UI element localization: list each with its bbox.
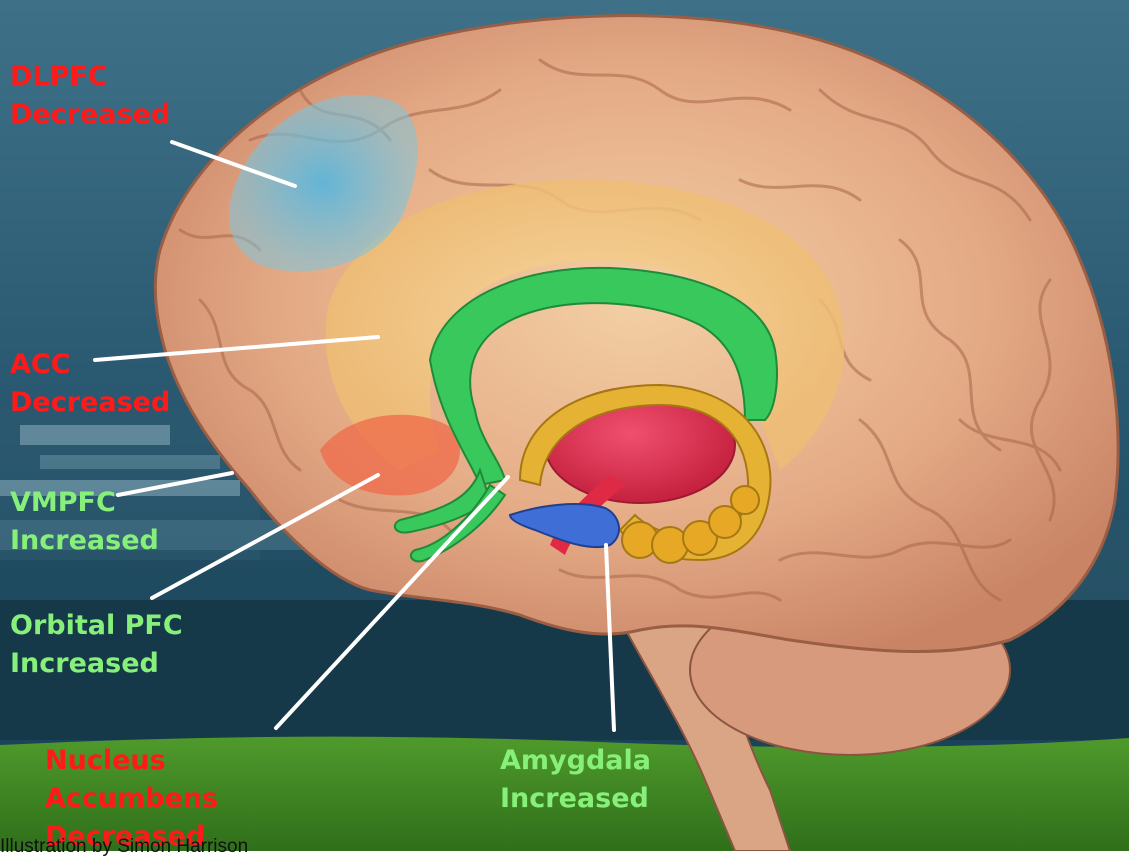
orbital-pfc-status: Increased: [10, 645, 183, 683]
vmpfc-name: VMPFC: [10, 484, 159, 522]
nucleus-accumbens-line2: Accumbens: [45, 780, 218, 818]
orbital-pfc-label: Orbital PFC Increased: [10, 607, 183, 683]
acc-name: ACC: [10, 346, 170, 384]
dlpfc-name: DLPFC: [10, 58, 170, 96]
orbital-pfc-name: Orbital PFC: [10, 607, 183, 645]
dlpfc-status: Decreased: [10, 96, 170, 134]
illustration-credit: Illustration by Simon Harrison: [0, 836, 248, 858]
acc-label: ACC Decreased: [10, 346, 170, 422]
amygdala-label: Amygdala Increased: [500, 742, 651, 818]
amygdala-name: Amygdala: [500, 742, 651, 780]
vmpfc-status: Increased: [10, 522, 159, 560]
amygdala-status: Increased: [500, 780, 651, 818]
dlpfc-label: DLPFC Decreased: [10, 58, 170, 134]
vmpfc-label: VMPFC Increased: [10, 484, 159, 560]
nucleus-accumbens-line1: Nucleus: [45, 742, 218, 780]
acc-status: Decreased: [10, 384, 170, 422]
